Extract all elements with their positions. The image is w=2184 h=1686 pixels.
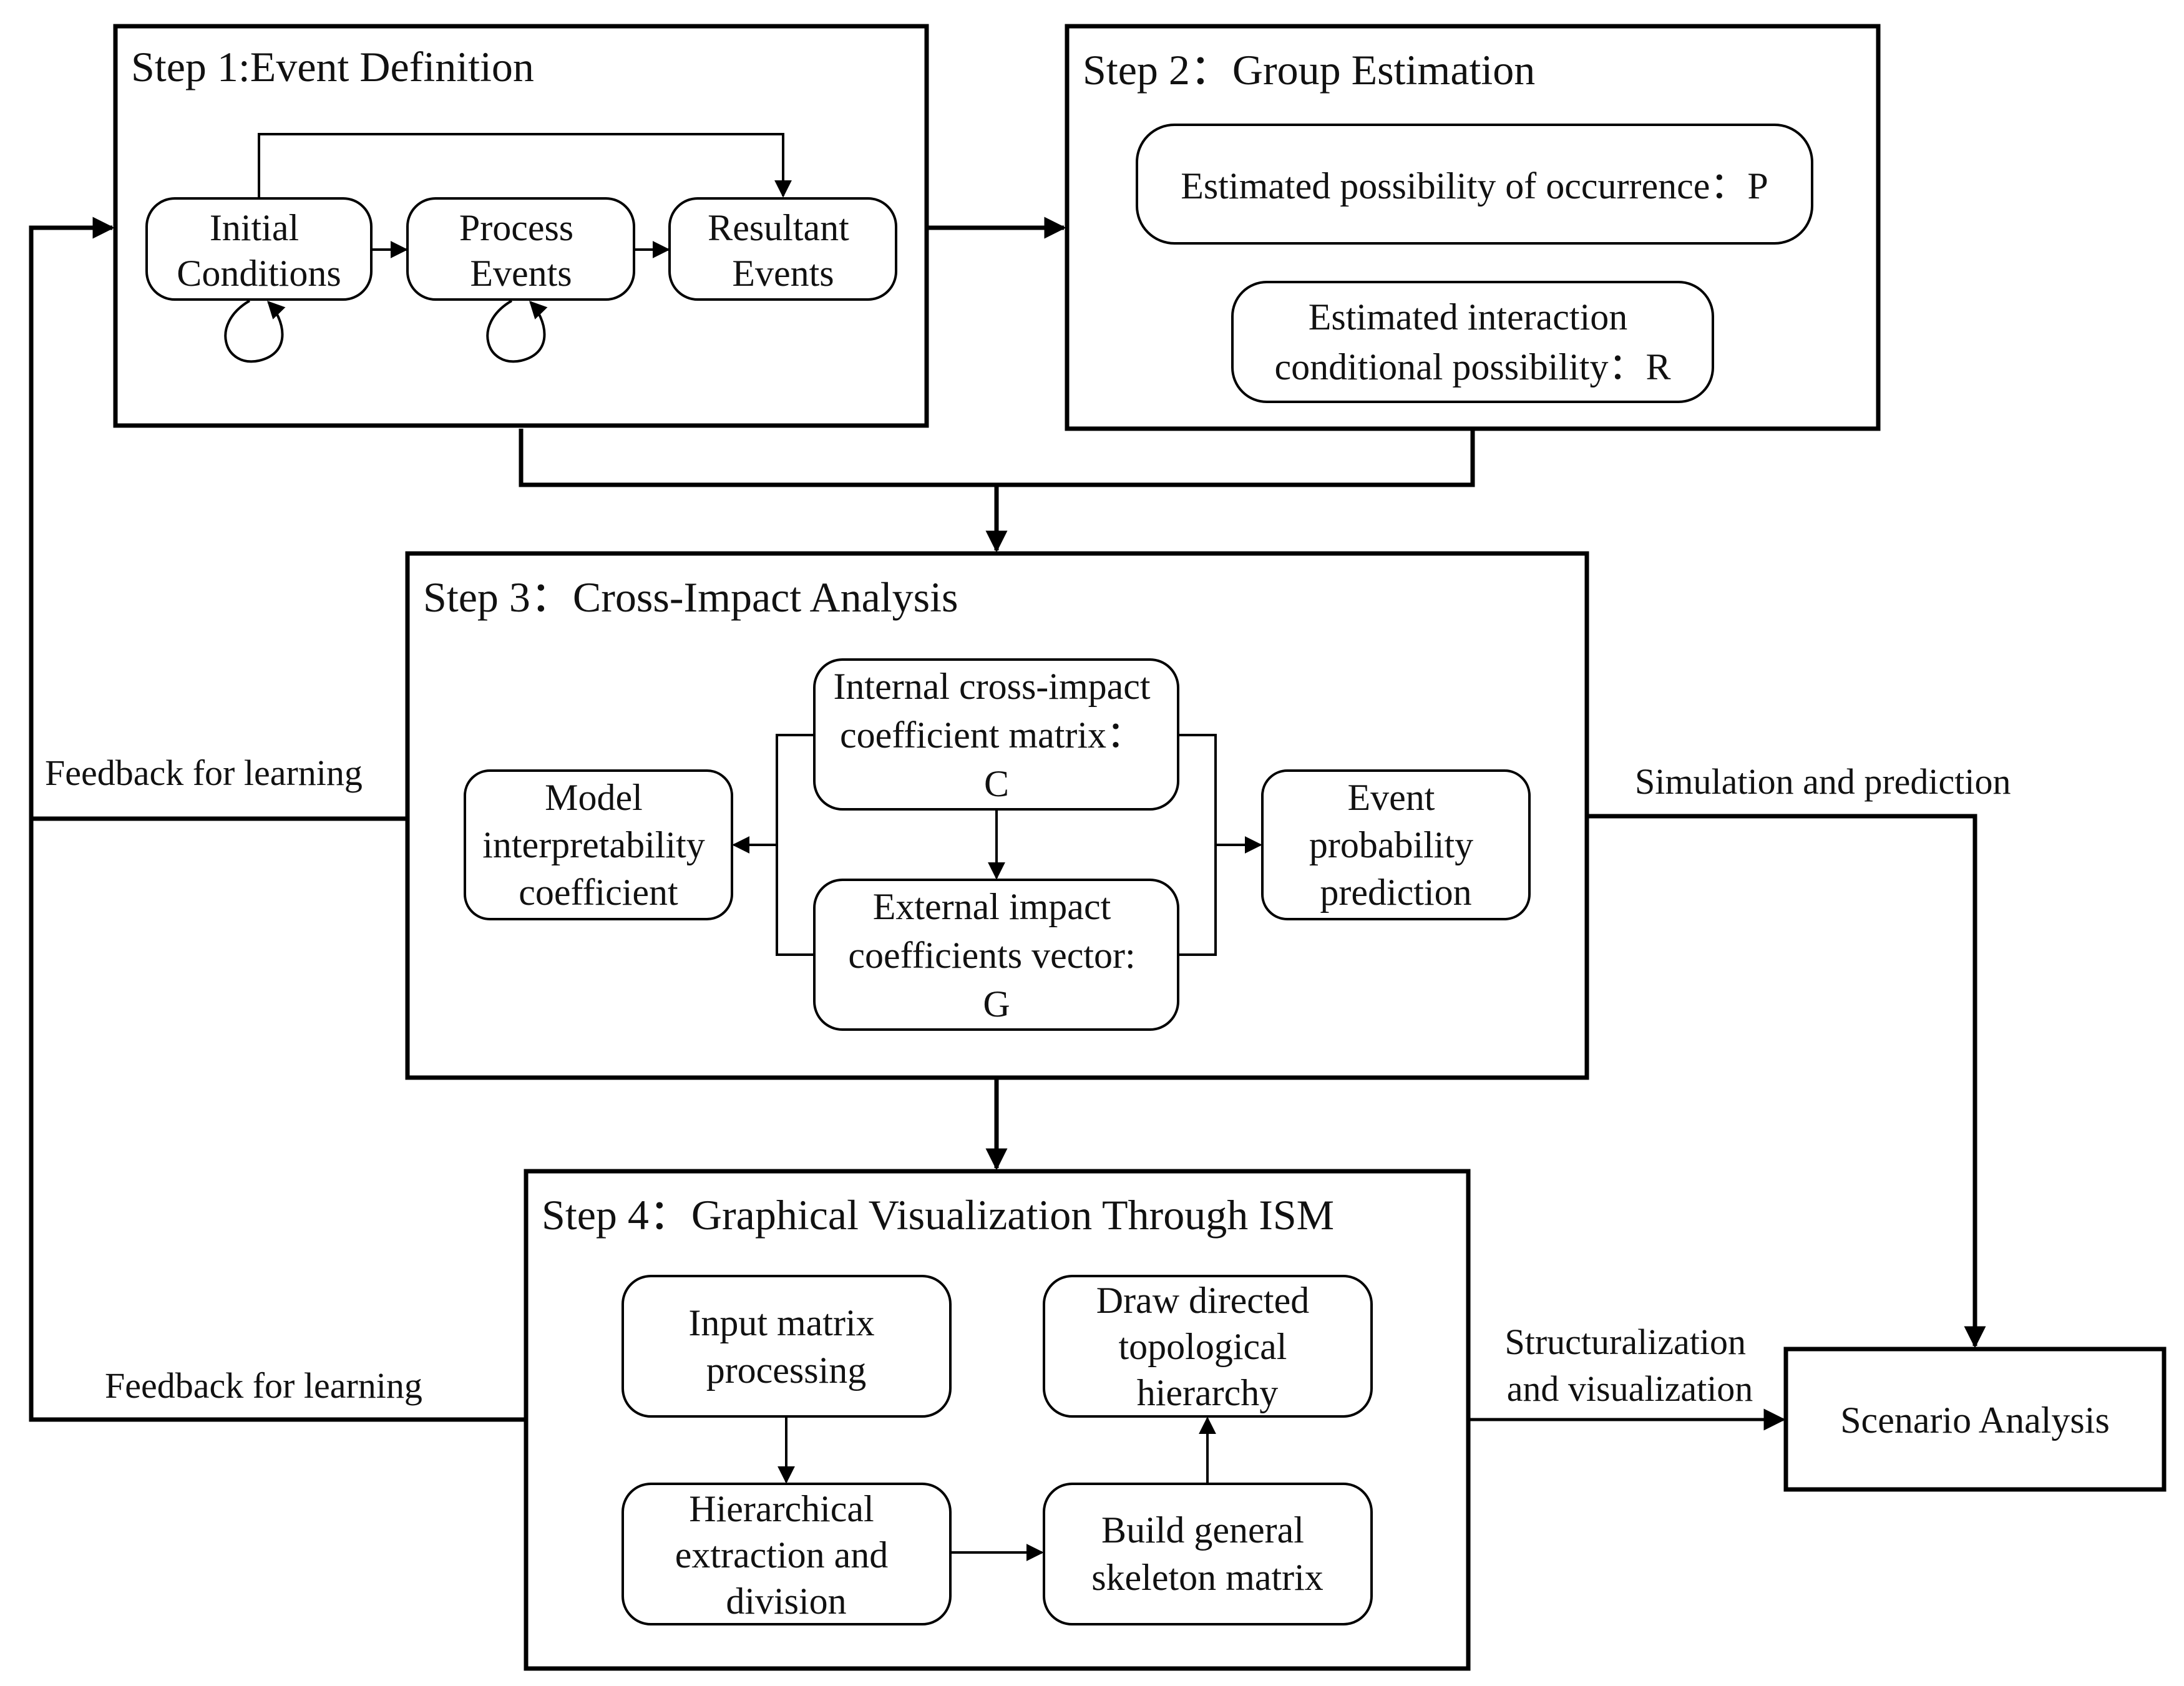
- connector-step1-step2-merge: [519, 429, 1475, 487]
- feedback-lower-label: Feedback for learning: [105, 1365, 422, 1406]
- step3-panel: Step 3：Cross-Impact Analysis Internal cr…: [405, 551, 1589, 1080]
- model-interpretability-label: Model interpretability coefficient: [482, 777, 714, 913]
- internal-matrix-label: Internal cross-impact coefficient matrix…: [833, 666, 1159, 804]
- self-loop-initial: [224, 300, 286, 363]
- scenario-analysis-box: [1783, 1347, 2167, 1492]
- step2-title: Step 2：Group Estimation: [1083, 46, 1535, 94]
- hierarchical-extraction-box: [622, 1483, 952, 1625]
- resultant-events-label: Resultant Events: [708, 207, 859, 294]
- possibility-p-box: [1136, 124, 1813, 245]
- structuralization-label: Structuralization and visualization: [1504, 1322, 1755, 1409]
- event-probability-box: [1261, 769, 1531, 920]
- self-loop-process: [486, 300, 548, 363]
- conditional-r-label: Estimated interaction conditional possib…: [1274, 296, 1670, 387]
- step4-title: Step 4：Graphical Visualization Through I…: [542, 1191, 1334, 1239]
- input-matrix-label: Input matrix processing: [688, 1302, 884, 1391]
- topological-hierarchy-label: Draw directed topological hierarchy: [1096, 1280, 1319, 1413]
- scenario-analysis-label: Scenario Analysis: [1840, 1400, 2110, 1441]
- input-matrix-box: [622, 1275, 952, 1418]
- bracket-left: [776, 734, 814, 956]
- step3-title: Step 3：Cross-Impact Analysis: [423, 573, 958, 621]
- step1-title: Step 1:Event Definition: [131, 43, 534, 90]
- conditional-r-box: [1231, 281, 1714, 403]
- simulation-label: Simulation and prediction: [1635, 761, 2011, 802]
- process-events-label: Process Events: [459, 207, 583, 294]
- bracket-right: [1178, 734, 1217, 956]
- arrow-simulation-to-scenario: [1587, 814, 1986, 1348]
- initial-conditions-label: Initial Conditions: [177, 207, 341, 294]
- step1-panel: Step 1:Event Definition Initial Conditio…: [113, 24, 929, 428]
- skeleton-matrix-label: Build general skeleton matrix: [1091, 1509, 1324, 1598]
- arrow-initial-to-resultant: [258, 133, 792, 198]
- possibility-p-label: Estimated possibility of occurrence：P: [1181, 165, 1768, 207]
- external-vector-label: External impact coefficients vector: G: [848, 886, 1144, 1025]
- model-interpretability-box: [464, 769, 733, 920]
- skeleton-matrix-box: [1043, 1483, 1373, 1625]
- step2-panel: Step 2：Group Estimation Estimated possib…: [1065, 24, 1881, 431]
- hierarchical-extraction-label: Hierarchical extraction and division: [675, 1488, 898, 1622]
- topological-hierarchy-box: [1043, 1275, 1373, 1418]
- feedback-loop-line: [29, 217, 526, 1422]
- feedback-upper-label: Feedback for learning: [45, 753, 363, 793]
- event-probability-label: Event probability prediction: [1309, 777, 1483, 913]
- step4-panel: Step 4：Graphical Visualization Through I…: [524, 1169, 1471, 1671]
